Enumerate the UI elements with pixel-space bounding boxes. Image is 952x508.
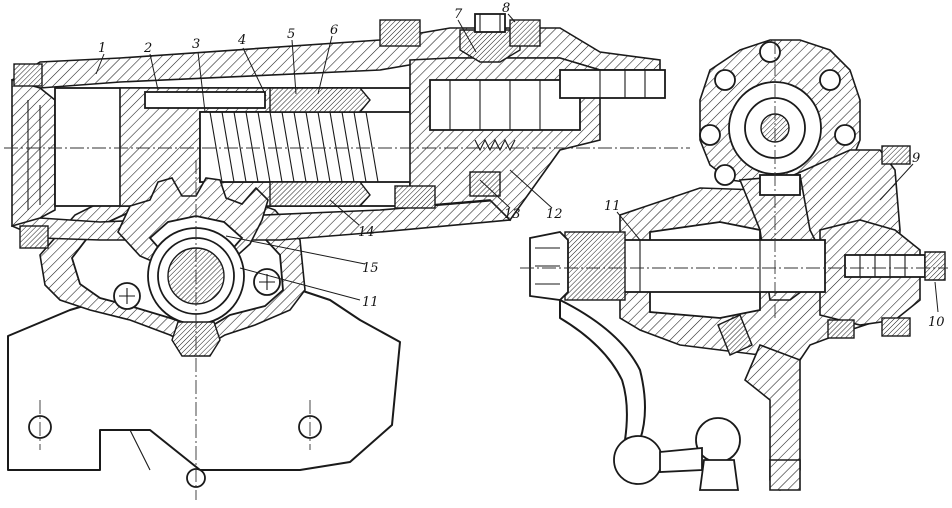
input-shaft — [559, 69, 666, 99]
callout-labels: 1 2 3 4 5 6 7 8 9 10 11 11 12 13 14 15 — [98, 1, 945, 330]
rack-slot — [144, 91, 266, 109]
callout-7: 7 — [454, 7, 463, 22]
callout-11-right: 11 — [604, 199, 621, 214]
lock-nut — [924, 251, 946, 281]
end-cap — [11, 78, 56, 228]
callout-9: 9 — [912, 151, 920, 166]
callout-12: 12 — [546, 207, 563, 222]
callout-15: 15 — [362, 261, 379, 276]
callout-1: 1 — [98, 41, 106, 56]
reaction-spring — [474, 138, 516, 152]
cross-bolts — [717, 145, 911, 356]
callout-3: 3 — [192, 37, 200, 52]
callout-14: 14 — [358, 225, 375, 240]
ball-nut — [269, 87, 371, 207]
housing-cross-section — [520, 39, 948, 492]
callout-13: 13 — [504, 207, 521, 222]
valve-spool — [429, 79, 581, 131]
lower-foot — [769, 459, 801, 491]
callout-11-left: 11 — [362, 295, 379, 310]
leader-lines — [95, 13, 939, 313]
callout-4: 4 — [237, 33, 246, 48]
callout-10: 10 — [928, 315, 945, 330]
callout-5: 5 — [287, 27, 295, 42]
callout-2: 2 — [143, 41, 152, 56]
callout-6: 6 — [330, 23, 338, 38]
shaft-splines — [564, 231, 626, 301]
callout-8: 8 — [502, 1, 510, 16]
ball-joint-socket — [613, 435, 663, 485]
housing-bolts — [13, 19, 541, 249]
adjusting-screw — [844, 254, 926, 278]
